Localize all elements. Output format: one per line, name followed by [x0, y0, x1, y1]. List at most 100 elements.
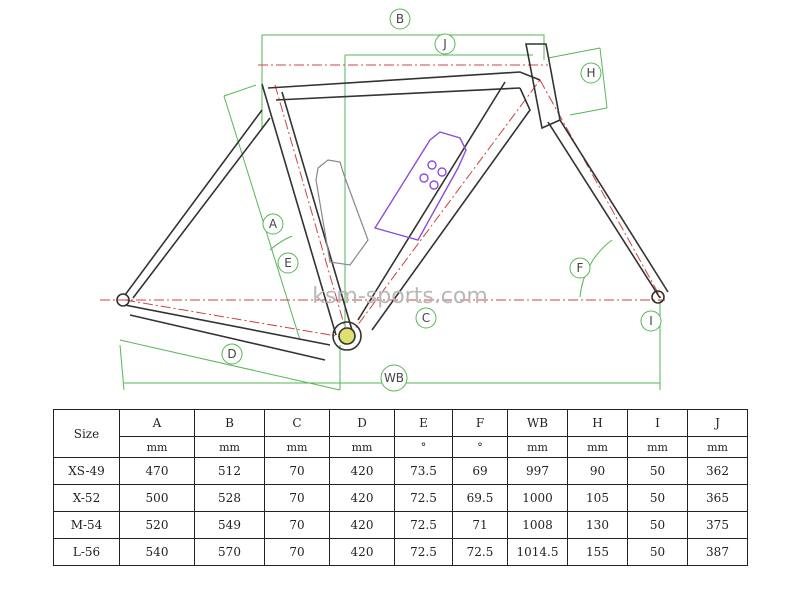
svg-text:B: B	[396, 12, 404, 26]
dimension-lines	[119, 34, 661, 391]
column-header-h: H	[567, 409, 628, 437]
value-cell-i: 50	[627, 538, 688, 566]
marker-h: H	[580, 62, 602, 84]
size-cell: X-52	[53, 484, 120, 512]
svg-text:J: J	[442, 37, 447, 51]
marker-e: E	[277, 252, 299, 274]
frame-geometry-diagram: B J H A E F C I D WB ksm-sports.com	[100, 8, 669, 392]
svg-text:F: F	[577, 261, 584, 275]
seat-tube	[261, 83, 353, 336]
bike-frame	[116, 43, 669, 361]
column-unit-h: mm	[567, 436, 628, 458]
value-cell-c: 70	[264, 457, 330, 485]
value-cell-wb: 997	[507, 457, 568, 485]
value-cell-e: 73.5	[394, 457, 453, 485]
bottom-bracket	[332, 321, 362, 351]
center-lines	[100, 64, 665, 339]
value-cell-j: 375	[687, 511, 748, 539]
seat-stay	[124, 109, 271, 299]
svg-text:A: A	[269, 217, 278, 231]
svg-text:I: I	[649, 314, 653, 328]
column-unit-j: mm	[687, 436, 748, 458]
svg-text:C: C	[422, 311, 430, 325]
column-header-j: J	[687, 409, 748, 437]
column-header-f: F	[452, 409, 508, 437]
marker-d: D	[221, 343, 243, 365]
value-cell-i: 50	[627, 457, 688, 485]
column-unit-f: °	[452, 436, 508, 458]
column-unit-wb: mm	[507, 436, 568, 458]
marker-f: F	[569, 257, 591, 279]
value-cell-d: 420	[329, 484, 395, 512]
value-cell-wb: 1000	[507, 484, 568, 512]
value-cell-wb: 1008	[507, 511, 568, 539]
column-header-d: D	[329, 409, 395, 437]
purple-bottle	[373, 131, 467, 241]
value-cell-a: 540	[119, 538, 195, 566]
value-cell-a: 500	[119, 484, 195, 512]
column-unit-c: mm	[264, 436, 330, 458]
value-cell-b: 549	[194, 511, 265, 539]
value-cell-d: 420	[329, 538, 395, 566]
marker-j: J	[434, 33, 456, 55]
fork	[547, 119, 669, 299]
value-cell-e: 72.5	[394, 538, 453, 566]
value-cell-h: 155	[567, 538, 628, 566]
value-cell-i: 50	[627, 511, 688, 539]
marker-b: B	[389, 8, 411, 30]
dimension-markers: B J H A E F C I D WB	[221, 8, 662, 392]
marker-a: A	[262, 213, 284, 235]
value-cell-f: 69.5	[452, 484, 508, 512]
value-cell-h: 90	[567, 457, 628, 485]
watermark-text: ksm-sports.com	[312, 284, 488, 309]
svg-text:H: H	[586, 66, 595, 80]
column-header-e: E	[394, 409, 453, 437]
value-cell-a: 520	[119, 511, 195, 539]
column-header-b: B	[194, 409, 265, 437]
svg-text:E: E	[284, 256, 292, 270]
size-cell: M-54	[53, 511, 120, 539]
column-unit-i: mm	[627, 436, 688, 458]
rear-dropout	[116, 293, 130, 307]
value-cell-c: 70	[264, 538, 330, 566]
column-unit-b: mm	[194, 436, 265, 458]
column-unit-d: mm	[329, 436, 395, 458]
value-cell-d: 420	[329, 511, 395, 539]
column-header-c: C	[264, 409, 330, 437]
column-unit-a: mm	[119, 436, 195, 458]
chain-stay	[124, 304, 331, 361]
value-cell-wb: 1014.5	[507, 538, 568, 566]
value-cell-e: 72.5	[394, 484, 453, 512]
value-cell-j: 365	[687, 484, 748, 512]
top-tube	[267, 71, 541, 101]
value-cell-b: 528	[194, 484, 265, 512]
size-cell: L-56	[53, 538, 120, 566]
value-cell-j: 362	[687, 457, 748, 485]
marker-wb: WB	[380, 364, 408, 392]
front-dropout	[651, 290, 665, 304]
value-cell-e: 72.5	[394, 511, 453, 539]
column-header-wb: WB	[507, 409, 568, 437]
value-cell-b: 570	[194, 538, 265, 566]
column-header-i: I	[627, 409, 688, 437]
column-unit-e: °	[394, 436, 453, 458]
marker-c: C	[415, 307, 437, 329]
value-cell-f: 71	[452, 511, 508, 539]
column-header-a: A	[119, 409, 195, 437]
value-cell-f: 69	[452, 457, 508, 485]
grey-bottle	[315, 159, 369, 266]
marker-i: I	[640, 310, 662, 332]
down-tube	[357, 81, 531, 331]
value-cell-c: 70	[264, 511, 330, 539]
value-cell-c: 70	[264, 484, 330, 512]
value-cell-i: 50	[627, 484, 688, 512]
svg-text:WB: WB	[384, 371, 404, 385]
value-cell-f: 72.5	[452, 538, 508, 566]
